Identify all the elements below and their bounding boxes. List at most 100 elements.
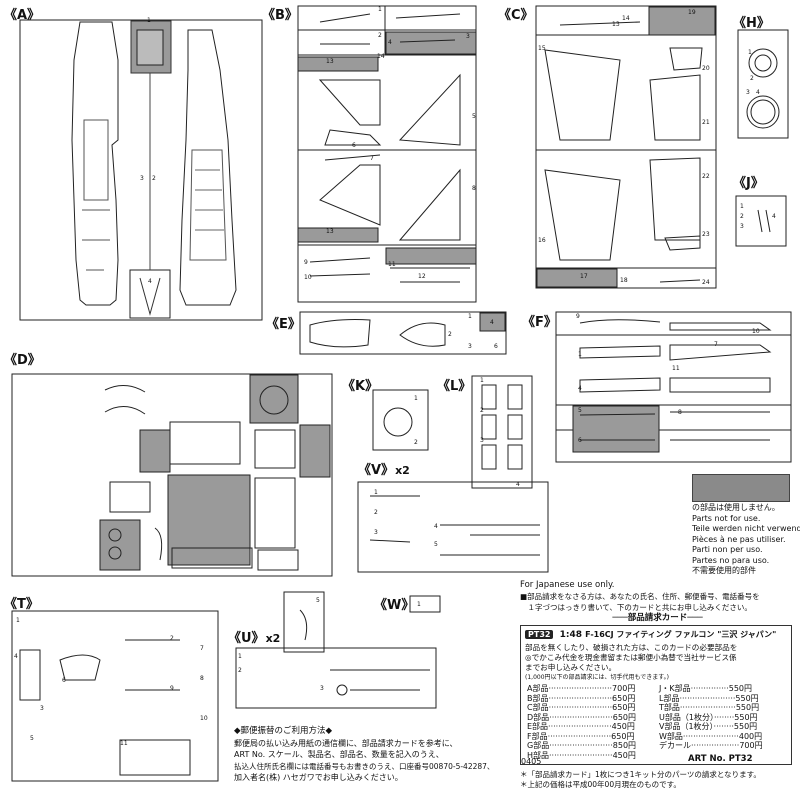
price-item[interactable]: W部品······················400円 <box>659 731 763 741</box>
svg-text:3: 3 <box>320 685 324 692</box>
svg-text:11: 11 <box>672 365 680 372</box>
section-label-u: 《U》x2 <box>228 631 281 646</box>
postal-transfer-info: ◆郵便振替のご利用方法◆ 郵便局の払い込み用紙の通信欄に、部品請求カードを参考に… <box>234 726 524 784</box>
price-item[interactable]: V部品（1枚分）········550円 <box>659 722 758 731</box>
svg-text:2: 2 <box>414 439 418 446</box>
sprue-frame-c <box>535 5 717 289</box>
sprue-frame-k <box>372 389 429 451</box>
card-desc-line: (1,000円以下の部品請求には、切手代用もできます。) <box>525 674 670 681</box>
price-item[interactable]: A部品·························700円 <box>527 684 636 693</box>
price-item[interactable]: U部品（1枚分）········550円 <box>659 712 758 722</box>
svg-text:6: 6 <box>578 437 582 444</box>
card-kit-name: F-16CJ ファイティング ファルコン "三沢 ジャパン" <box>585 630 777 639</box>
price-item[interactable]: G部品·························850円 <box>527 741 637 750</box>
svg-text:9: 9 <box>576 313 580 320</box>
card-badge: PT32 <box>525 630 554 639</box>
price-list-right: J・K部品···············550円 L部品············… <box>659 684 763 751</box>
svg-text:1: 1 <box>740 203 744 210</box>
order-info-line: ■部品請求をなさる方は、あなたの氏名、住所、郵便番号、電話番号を <box>520 592 760 601</box>
unused-parts-legend: の部品は使用しません。 Parts not for use. Teile wer… <box>692 503 800 577</box>
section-label-w: 《W》 <box>374 598 415 613</box>
legend-line-it: Parti non per uso. <box>692 545 763 554</box>
price-item[interactable]: E部品·························450円 <box>527 722 635 731</box>
section-label-c: 《C》 <box>498 8 534 23</box>
price-item[interactable]: D部品·························650円 <box>527 712 637 722</box>
postal-title: ◆郵便振替のご利用方法◆ <box>234 726 333 736</box>
sprue-frame-a <box>19 19 263 321</box>
svg-text:4: 4 <box>14 653 18 660</box>
svg-text:2: 2 <box>170 635 174 642</box>
sprue-frame-e <box>299 311 507 355</box>
card-title: PT32 1:48 F-16CJ ファイティング ファルコン "三沢 ジャパン" <box>521 629 795 640</box>
svg-text:1: 1 <box>16 617 20 624</box>
svg-text:3: 3 <box>40 705 44 712</box>
svg-text:3: 3 <box>746 89 750 96</box>
svg-text:16: 16 <box>538 237 546 244</box>
price-item[interactable]: J・K部品···············550円 <box>659 684 753 693</box>
svg-text:13: 13 <box>326 228 334 235</box>
svg-text:23: 23 <box>702 231 710 238</box>
svg-text:1: 1 <box>147 17 151 24</box>
svg-text:9: 9 <box>304 259 308 266</box>
print-code: 0405 <box>521 757 542 766</box>
svg-text:18: 18 <box>620 277 628 284</box>
svg-text:10: 10 <box>752 328 760 335</box>
price-item[interactable]: デカール···················700円 <box>659 741 763 750</box>
section-label-v: 《V》x2 <box>358 463 410 478</box>
sprue-frame-t <box>11 610 219 782</box>
svg-text:3: 3 <box>740 223 744 230</box>
svg-text:8: 8 <box>472 185 476 192</box>
sprue-frame-d <box>11 373 333 577</box>
order-info: For Japanese use only. ■部品請求をなさる方は、あなたの氏… <box>520 580 795 624</box>
sprue-frame-w <box>409 595 441 613</box>
postal-line: 郵便局の払い込み用紙の通信欄に、部品請求カードを参考に、 <box>234 738 458 748</box>
sprue-frame-u <box>235 647 437 709</box>
footnote: ＊上記の価格は平成00年00月現在のものです。 <box>520 780 681 789</box>
svg-text:1: 1 <box>480 377 484 384</box>
price-item[interactable]: H部品·························450円 <box>527 750 636 760</box>
price-item[interactable]: T部品······················550円 <box>659 703 760 712</box>
svg-text:4: 4 <box>578 385 582 392</box>
svg-text:6: 6 <box>62 677 66 684</box>
postal-line: 加入者名(株) ハセガワでお申し込みください。 <box>234 773 403 782</box>
svg-text:17: 17 <box>580 273 588 280</box>
svg-text:1: 1 <box>414 395 418 402</box>
svg-text:5: 5 <box>578 407 582 414</box>
svg-text:4: 4 <box>756 89 760 96</box>
svg-text:4: 4 <box>516 481 520 488</box>
price-item[interactable]: L部品······················550円 <box>659 693 759 703</box>
art-number: ART No. PT32 <box>688 754 753 764</box>
svg-text:3: 3 <box>374 529 378 536</box>
card-description: 部品を無くしたり、破損された方は、このカードの必要部品を ◎でかこみ代金を現金書… <box>525 643 790 683</box>
svg-text:4: 4 <box>388 39 392 46</box>
legend-line-zh: 不需要使用的部件 <box>692 566 756 575</box>
svg-text:5: 5 <box>472 113 476 120</box>
price-item[interactable]: B部品·························650円 <box>527 693 636 703</box>
svg-text:3: 3 <box>466 33 470 40</box>
svg-text:10: 10 <box>200 715 208 722</box>
svg-text:24: 24 <box>702 279 710 286</box>
legend-line-es: Partes no para uso. <box>692 555 770 565</box>
svg-text:21: 21 <box>702 119 710 126</box>
card-footnotes: ＊「部品請求カード」1枚につき1キット分のパーツの請求となります。 ＊上記の価格… <box>520 770 798 790</box>
legend-line-fr: Pièces à ne pas utiliser. <box>692 534 786 544</box>
legend-line-en: Parts not for use. <box>692 513 761 523</box>
postal-line: 払込人住所氏名欄には電話番号もお書きのうえ、口座番号00870-5-42287、 <box>234 761 495 771</box>
svg-text:9: 9 <box>170 685 174 692</box>
svg-text:4: 4 <box>490 319 494 326</box>
price-item[interactable]: F部品·························650円 <box>527 731 635 741</box>
svg-text:20: 20 <box>702 65 710 72</box>
svg-text:1: 1 <box>238 653 242 660</box>
price-item[interactable]: C部品·························650円 <box>527 703 636 712</box>
svg-text:6: 6 <box>494 343 498 350</box>
svg-text:2: 2 <box>152 175 156 182</box>
svg-text:5: 5 <box>316 597 320 604</box>
svg-text:11: 11 <box>120 740 128 747</box>
sprue-frame-v <box>357 481 549 573</box>
legend-line-ja: の部品は使用しません。 <box>692 503 780 512</box>
sprue-frame-h <box>737 29 789 139</box>
svg-text:1: 1 <box>578 351 582 358</box>
sprue-frame-b <box>297 5 477 303</box>
svg-text:7: 7 <box>370 155 374 162</box>
